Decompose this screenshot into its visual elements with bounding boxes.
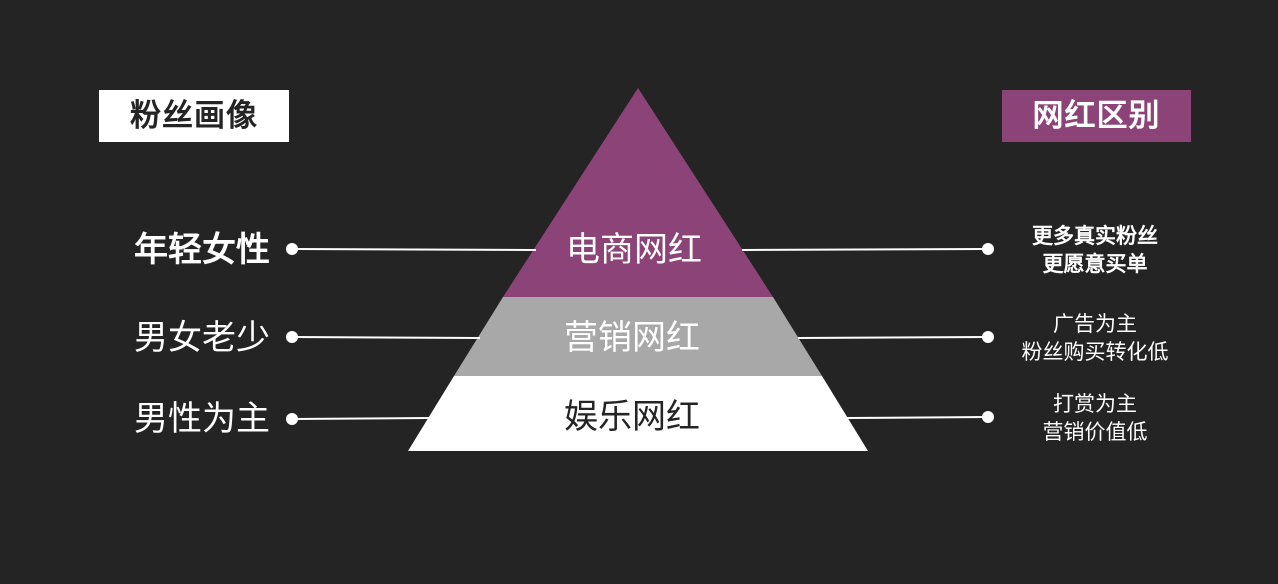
pyramid-tier-1	[503, 88, 773, 297]
left-dot-3	[286, 413, 298, 425]
left-dot-1	[286, 243, 298, 255]
left-connector-2	[291, 336, 481, 339]
difference-line: 营销价值低	[1042, 420, 1148, 444]
fan-profile-label-1: 年轻女性	[134, 230, 270, 270]
tier-label-1: 电商网红	[566, 230, 702, 270]
influencer-difference-header: 网红区别	[1002, 90, 1191, 142]
fan-profile-label-3: 男性为主	[134, 399, 270, 439]
right-dot-1	[982, 243, 994, 255]
pyramid-tier-3	[408, 376, 868, 451]
right-connector-2	[797, 336, 989, 339]
difference-text-2: 广告为主 粉丝购买转化低	[1000, 310, 1190, 366]
difference-line: 更多真实粉丝	[1032, 224, 1158, 248]
left-connector-3	[291, 417, 431, 420]
tier-label-2: 营销网红	[564, 318, 700, 358]
right-dot-3	[982, 411, 994, 423]
pyramid-tier-2	[454, 297, 822, 376]
right-dot-2	[982, 331, 994, 343]
difference-text-3: 打赏为主 营销价值低	[1000, 390, 1190, 446]
right-connector-1	[741, 248, 989, 251]
difference-line: 打赏为主	[1053, 392, 1137, 416]
right-connector-3	[845, 416, 989, 419]
difference-line: 粉丝购买转化低	[1021, 340, 1169, 364]
difference-line: 更愿意买单	[1042, 252, 1148, 276]
left-connector-1	[291, 248, 537, 251]
fan-profile-label-2: 男女老少	[134, 318, 270, 358]
difference-text-1: 更多真实粉丝 更愿意买单	[1000, 222, 1190, 278]
difference-line: 广告为主	[1053, 312, 1137, 336]
tier-label-3: 娱乐网红	[564, 397, 700, 437]
left-dot-2	[286, 331, 298, 343]
fan-profile-header: 粉丝画像	[99, 90, 289, 142]
